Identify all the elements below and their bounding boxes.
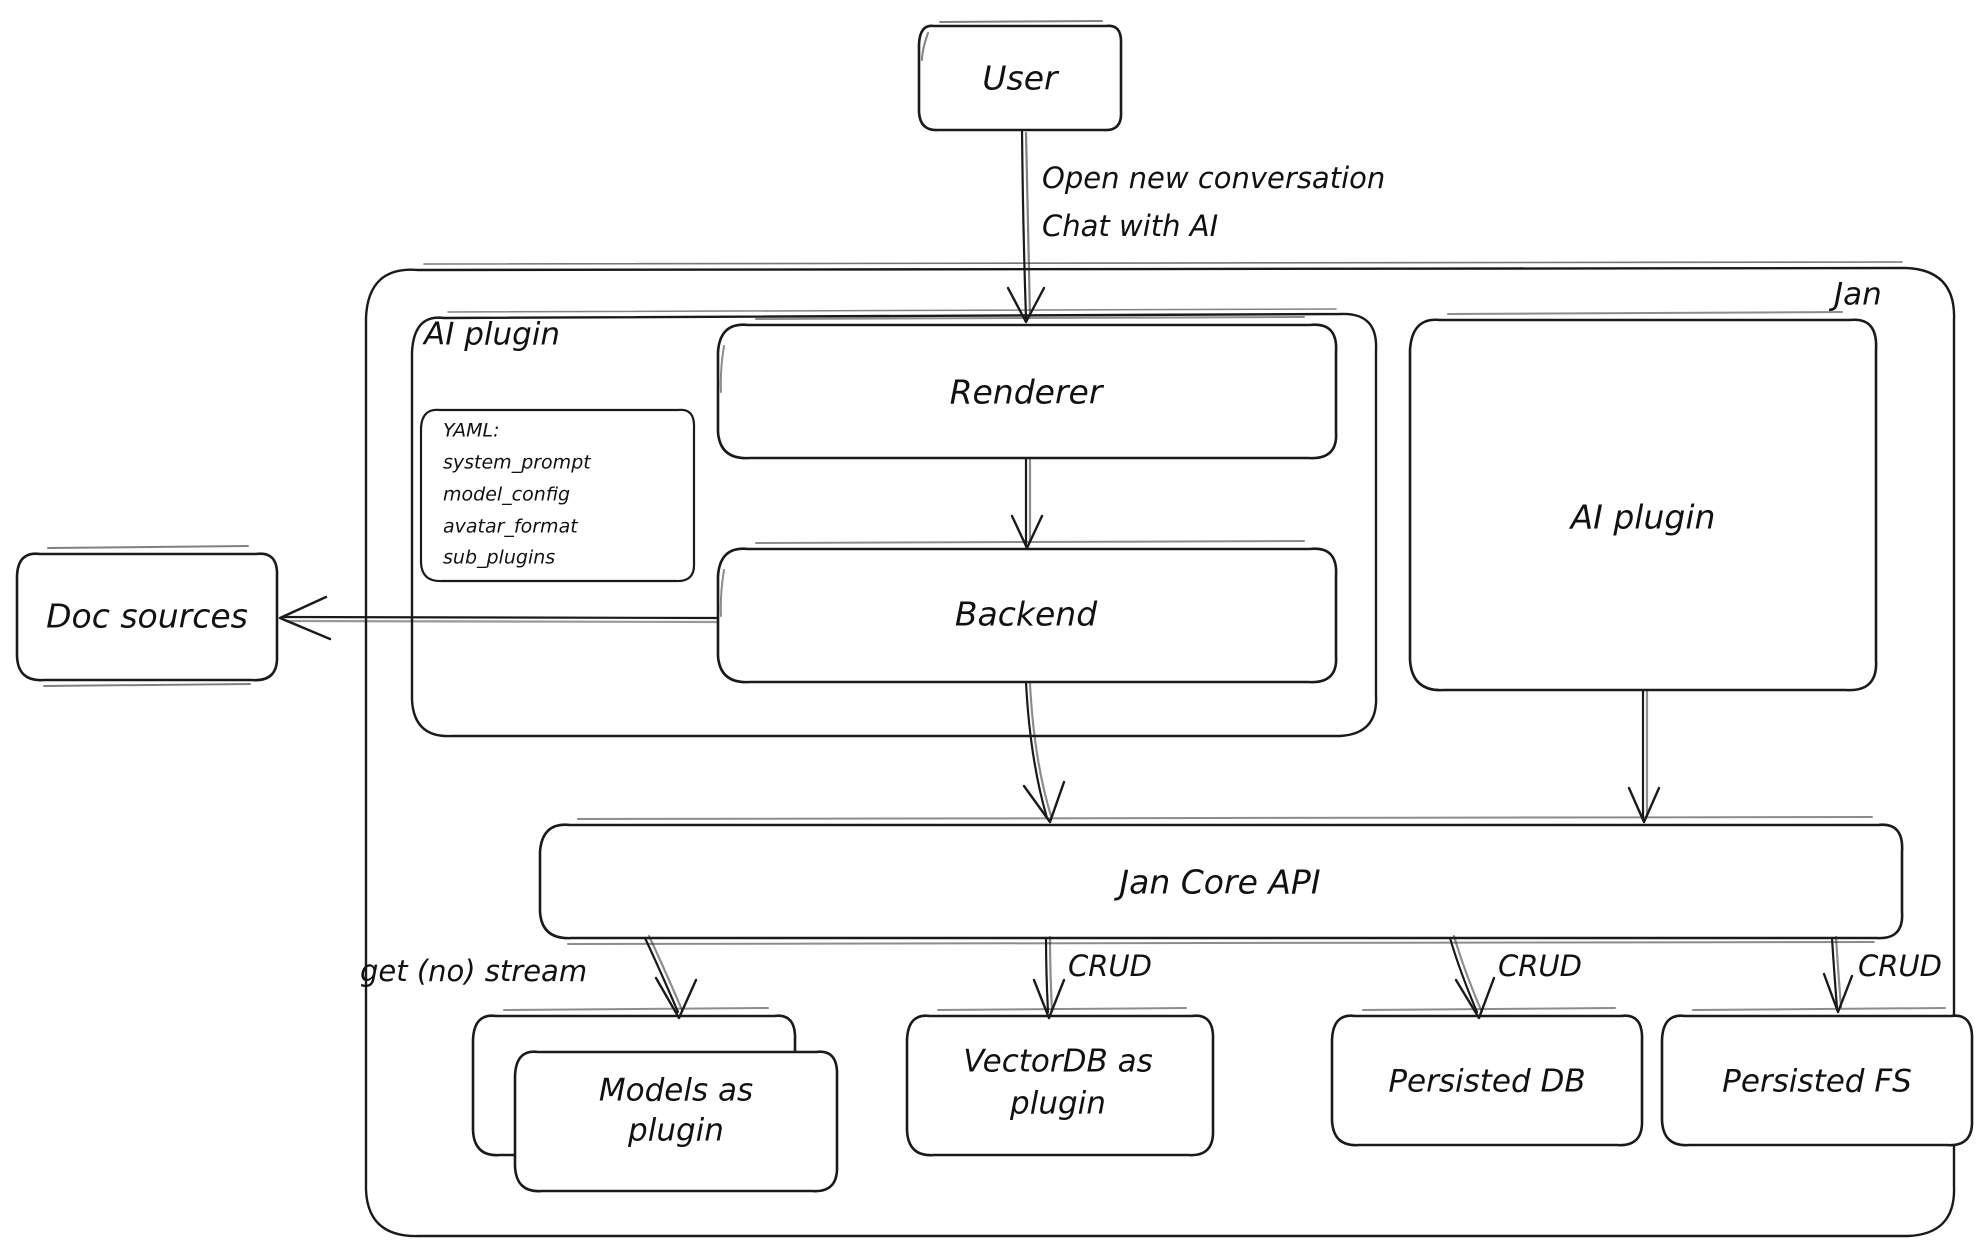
edge-ai-plugin-jan-core-api (1627, 688, 1661, 824)
node-persisted-db-label: Persisted DB (1388, 1064, 1585, 1100)
node-doc-sources[interactable] (15, 545, 279, 687)
edge-jan-core-api-models (643, 934, 698, 1020)
yaml-note-item-2: avatar_format (443, 516, 579, 538)
yaml-note-item-3: sub_plugins (443, 547, 555, 569)
node-ai-plugin-label: AI plugin (1569, 498, 1716, 537)
edge-user-renderer (1006, 128, 1046, 324)
yaml-note-item-0: system_prompt (443, 452, 592, 474)
node-persisted-fs[interactable] (1660, 1007, 1974, 1147)
edge-jan-core-api-vectordb (1032, 935, 1066, 1020)
edge-user-renderer-label-line1: Open new conversation (1042, 161, 1385, 195)
edge-jan-core-api-persisted-db-label: CRUD (1498, 949, 1582, 983)
edge-jan-core-api-persisted-db (1448, 934, 1496, 1020)
node-yaml-note[interactable] (419, 408, 696, 583)
node-persisted-db[interactable] (1330, 1007, 1644, 1147)
edge-jan-core-api-persisted-fs-label: CRUD (1858, 949, 1942, 983)
edge-backend-jan-core-api (1022, 680, 1066, 824)
node-models-plugin-label-line1: Models as (599, 1073, 753, 1109)
yaml-note-item-1: model_config (443, 484, 570, 506)
edge-user-renderer-label-line2: Chat with AI (1042, 209, 1218, 243)
node-user[interactable] (917, 20, 1123, 132)
node-doc-sources-label: Doc sources (46, 597, 248, 636)
node-renderer[interactable] (716, 316, 1338, 460)
node-vectordb-plugin-label-line1: VectorDB as (963, 1044, 1153, 1080)
container-ai-plugin-group-label: AI plugin (422, 317, 560, 353)
yaml-note-header: YAML: (443, 420, 500, 442)
node-user-label: User (982, 59, 1060, 98)
container-jan-label: Jan (1828, 277, 1882, 313)
node-persisted-fs-label: Persisted FS (1722, 1064, 1912, 1100)
container-ai-plugin-group[interactable] (410, 308, 1378, 738)
node-models-plugin[interactable] (471, 1007, 839, 1193)
node-models-plugin-label-line2: plugin (627, 1113, 724, 1149)
edge-jan-core-api-persisted-fs (1822, 935, 1854, 1014)
edge-renderer-backend (1010, 456, 1044, 550)
node-renderer-label: Renderer (950, 373, 1105, 412)
node-vectordb-plugin[interactable] (905, 1007, 1215, 1157)
node-backend-label: Backend (955, 595, 1098, 634)
node-vectordb-plugin-label-line2: plugin (1009, 1086, 1106, 1122)
container-jan[interactable] (364, 261, 1956, 1238)
node-jan-core-api[interactable] (538, 816, 1904, 945)
edge-jan-core-api-vectordb-label: CRUD (1068, 949, 1152, 983)
edge-backend-doc-sources (278, 595, 720, 641)
node-jan-core-api-label: Jan Core API (1113, 863, 1320, 902)
node-ai-plugin[interactable] (1408, 311, 1878, 692)
edge-jan-core-api-models-label: get (no) stream (360, 954, 587, 988)
